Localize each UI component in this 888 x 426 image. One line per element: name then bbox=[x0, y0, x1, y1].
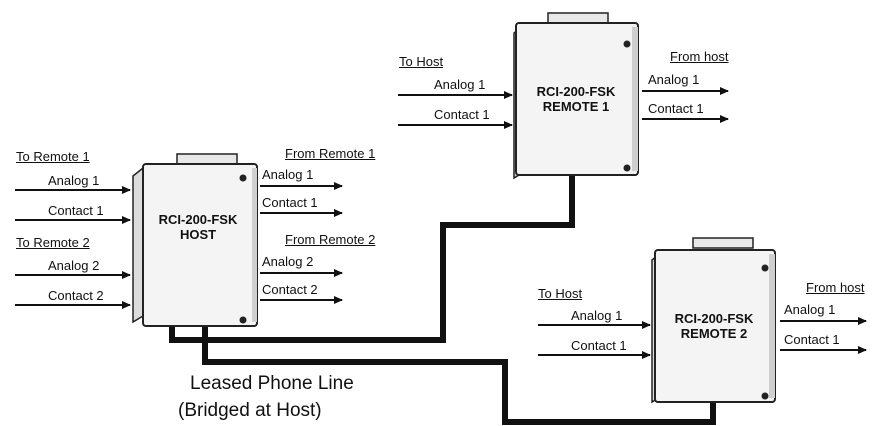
remote2-from-host-header: From host bbox=[806, 280, 865, 295]
phone-line-to-remote2 bbox=[202, 310, 716, 425]
remote2-title-line1: RCI-200-FSK bbox=[674, 311, 754, 326]
phone-line-to-remote1 bbox=[169, 168, 575, 343]
remote2-title: RCI-200-FSK REMOTE 2 bbox=[657, 311, 771, 341]
remote1-title-line2: REMOTE 1 bbox=[542, 99, 610, 114]
remote1-input-label-2: Contact 1 bbox=[434, 107, 490, 122]
remote2-input-label-1: Analog 1 bbox=[571, 308, 623, 323]
remote2-unit bbox=[651, 237, 776, 404]
remote1-unit bbox=[513, 12, 639, 180]
host-input-label-3: Analog 2 bbox=[48, 258, 100, 273]
host-input-label-4: Contact 2 bbox=[48, 288, 104, 303]
host-title: RCI-200-FSK HOST bbox=[143, 212, 253, 242]
remote2-input-label-2: Contact 1 bbox=[571, 338, 627, 353]
host-unit bbox=[132, 153, 258, 327]
remote1-to-host-header: To Host bbox=[399, 54, 444, 69]
remote1-title-line1: RCI-200-FSK bbox=[536, 84, 616, 99]
caption-line1: Leased Phone Line bbox=[190, 373, 354, 394]
remote1-output-label-2: Contact 1 bbox=[648, 101, 704, 116]
remote1-from-host-header: From host bbox=[670, 49, 729, 64]
host-from-remote2-header: From Remote 2 bbox=[285, 232, 376, 247]
remote2-to-host-header: To Host bbox=[538, 286, 583, 301]
remote1-input-label-1: Analog 1 bbox=[434, 77, 486, 92]
remote1-title: RCI-200-FSK REMOTE 1 bbox=[518, 84, 634, 114]
host-input-label-2: Contact 1 bbox=[48, 203, 104, 218]
host-from-remote1-header: From Remote 1 bbox=[285, 146, 376, 161]
host-output-label-1: Analog 1 bbox=[262, 167, 314, 182]
host-to-remote2-header: To Remote 2 bbox=[16, 235, 90, 250]
host-output-label-4: Contact 2 bbox=[262, 282, 318, 297]
remote2-output-label-1: Analog 1 bbox=[784, 302, 836, 317]
host-output-label-2: Contact 1 bbox=[262, 195, 318, 210]
host-title-line2: HOST bbox=[179, 227, 217, 242]
host-to-remote1-header: To Remote 1 bbox=[16, 149, 90, 164]
host-title-line1: RCI-200-FSK bbox=[158, 212, 238, 227]
remote2-output-label-2: Contact 1 bbox=[784, 332, 840, 347]
caption-line2: (Bridged at Host) bbox=[178, 400, 322, 421]
remote1-output-label-1: Analog 1 bbox=[648, 72, 700, 87]
host-input-label-1: Analog 1 bbox=[48, 173, 100, 188]
remote2-title-line2: REMOTE 2 bbox=[680, 326, 748, 341]
host-output-label-3: Analog 2 bbox=[262, 254, 314, 269]
